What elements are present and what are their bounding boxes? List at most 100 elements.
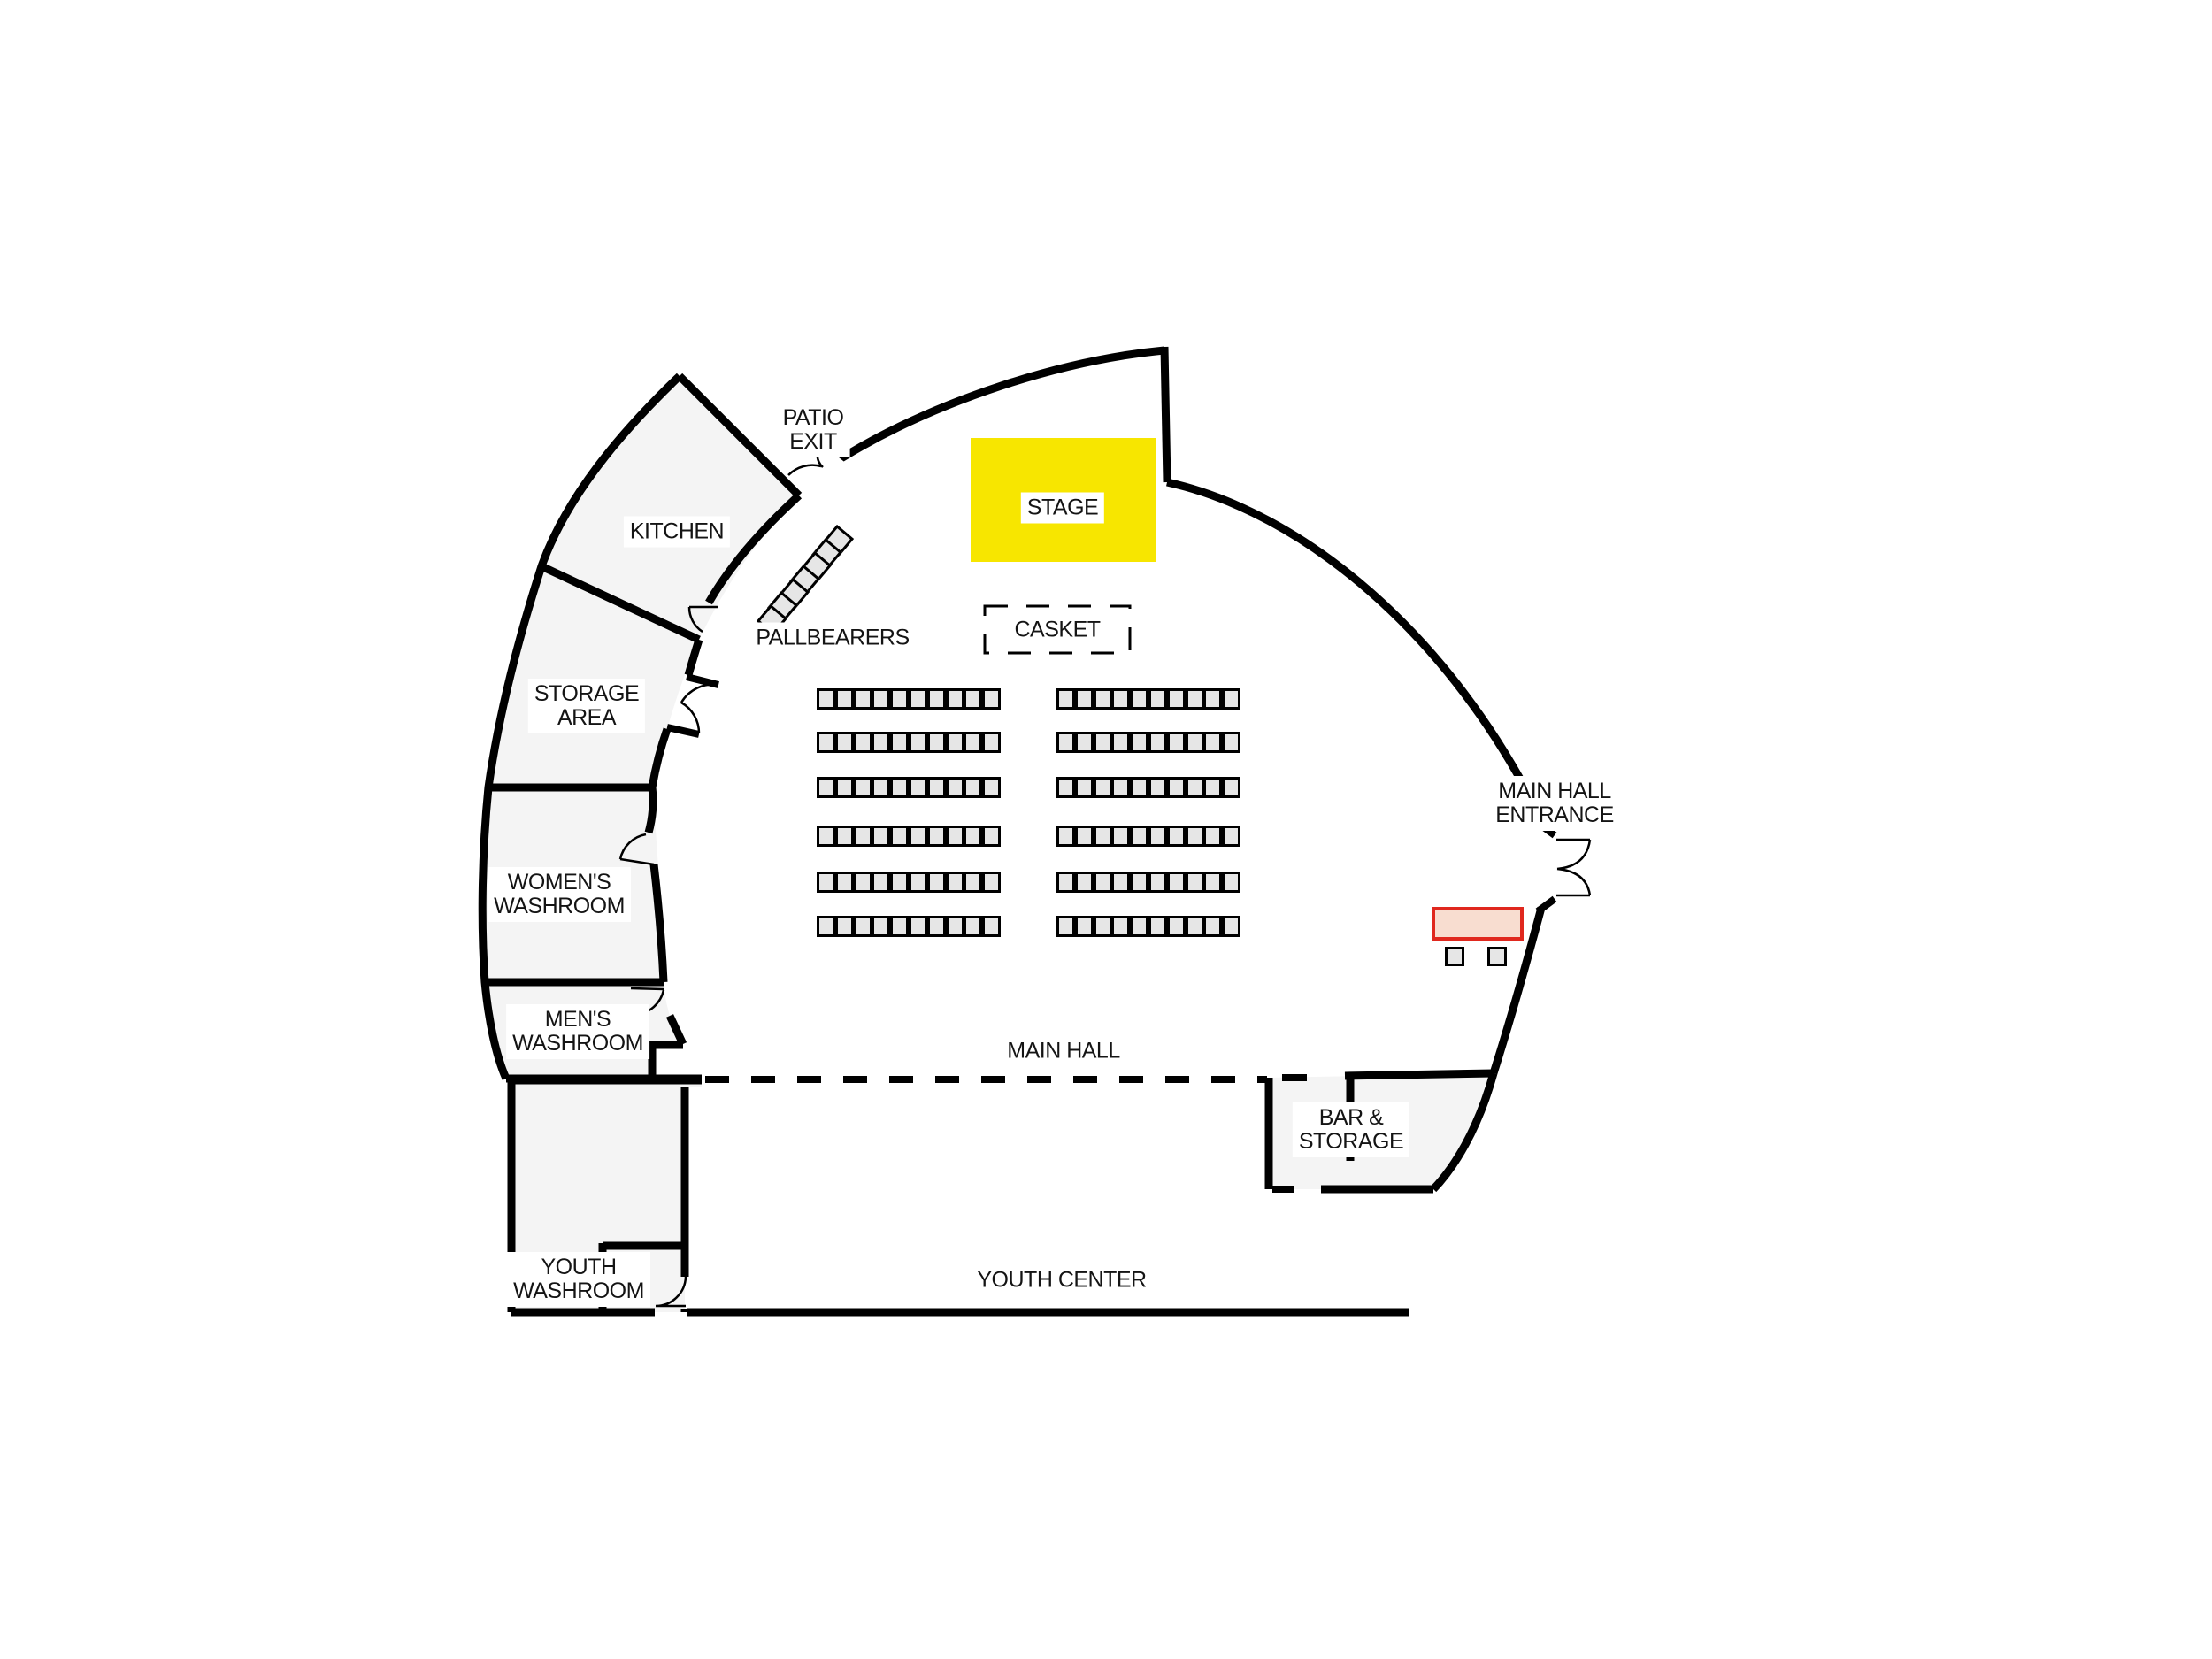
audience-chair — [964, 732, 982, 753]
audience-chair — [1203, 777, 1222, 798]
kitchen-label: KITCHEN — [623, 516, 731, 548]
audience-chair — [1222, 688, 1240, 710]
audience-chair — [890, 916, 909, 937]
mens-step-wall — [648, 1041, 683, 1079]
audience-chair — [1148, 916, 1167, 937]
audience-chair — [1203, 872, 1222, 893]
audience-chair — [835, 916, 854, 937]
audience-chair — [1203, 732, 1222, 753]
audience-chair — [1075, 826, 1094, 847]
audience-chair — [854, 732, 872, 753]
audience-chair — [1148, 872, 1167, 893]
audience-chair — [1186, 872, 1204, 893]
audience-chair — [946, 916, 964, 937]
storage-double-door-swing — [680, 683, 719, 734]
audience-chair — [872, 732, 890, 753]
audience-chair — [1056, 916, 1075, 937]
audience-chair — [872, 916, 890, 937]
audience-chair — [854, 826, 872, 847]
audience-chair — [872, 872, 890, 893]
audience-chair — [835, 826, 854, 847]
audience-chair — [817, 826, 835, 847]
audience-chair — [854, 777, 872, 798]
youth-center-label: YOUTH CENTER — [977, 1267, 1147, 1293]
pallbearers-label: PALLBEARERS — [749, 622, 916, 654]
audience-chair — [1167, 688, 1186, 710]
audience-chair — [1203, 826, 1222, 847]
audience-chair — [1222, 916, 1240, 937]
audience-chair — [964, 872, 982, 893]
audience-chair — [946, 688, 964, 710]
audience-chair — [946, 777, 964, 798]
audience-chair — [1130, 777, 1148, 798]
audience-chair — [854, 872, 872, 893]
audience-chair — [946, 826, 964, 847]
audience-chair — [1186, 732, 1204, 753]
audience-chair — [1094, 826, 1112, 847]
mens-washroom-label: MEN'S WASHROOM — [506, 1004, 649, 1059]
room-kitchen — [541, 378, 799, 640]
audience-chair — [1186, 826, 1204, 847]
audience-chair — [1130, 688, 1148, 710]
audience-chair — [909, 688, 927, 710]
audience-chair — [982, 916, 1001, 937]
top-arc-wall — [827, 346, 1165, 462]
right-arc-wall-lower — [1489, 906, 1546, 1075]
audience-chair — [835, 732, 854, 753]
audience-chair — [835, 777, 854, 798]
audience-chair — [909, 732, 927, 753]
audience-chair — [1075, 777, 1094, 798]
kitchen-storage-divider-wall — [540, 562, 701, 644]
audience-chair — [1167, 777, 1186, 798]
audience-chair — [909, 872, 927, 893]
audience-chair — [1167, 826, 1186, 847]
audience-chair — [927, 688, 946, 710]
audience-chair — [1094, 777, 1112, 798]
audience-chair — [1148, 732, 1167, 753]
womens-inner-wall-upper — [644, 787, 657, 834]
audience-chair — [964, 688, 982, 710]
audience-chair — [964, 826, 982, 847]
audience-chair — [1111, 826, 1130, 847]
audience-chair — [817, 688, 835, 710]
audience-chair — [890, 826, 909, 847]
audience-chair — [1167, 916, 1186, 937]
audience-chair — [982, 872, 1001, 893]
audience-chair — [854, 916, 872, 937]
audience-chair — [890, 872, 909, 893]
audience-chair — [1111, 916, 1130, 937]
audience-chair — [1203, 688, 1222, 710]
audience-chair — [1056, 777, 1075, 798]
outer-left-arc-wall — [478, 373, 683, 1080]
womens-inner-wall-lower — [649, 864, 668, 983]
audience-chair — [1148, 688, 1167, 710]
audience-chair — [1094, 916, 1112, 937]
audience-chair — [946, 872, 964, 893]
audience-chair — [1075, 916, 1094, 937]
mens-inner-wall — [665, 1014, 687, 1046]
audience-chair — [872, 777, 890, 798]
audience-chair — [1203, 916, 1222, 937]
kitchen-door-swing — [687, 605, 718, 634]
audience-chair — [890, 688, 909, 710]
audience-chair — [909, 777, 927, 798]
storage-inner-wall-upper — [684, 638, 703, 677]
audience-chair — [927, 826, 946, 847]
audience-chair — [927, 777, 946, 798]
audience-chair — [982, 826, 1001, 847]
audience-chair — [1167, 872, 1186, 893]
audience-chair — [1094, 688, 1112, 710]
audience-chair — [1111, 777, 1130, 798]
bar-top-wall — [1344, 1069, 1494, 1080]
audience-chair — [964, 777, 982, 798]
audience-chair — [1222, 732, 1240, 753]
audience-chair — [1167, 732, 1186, 753]
audience-chair — [890, 732, 909, 753]
audience-chair — [817, 872, 835, 893]
audience-chair — [872, 826, 890, 847]
audience-chair — [890, 777, 909, 798]
notch-wall — [1160, 346, 1171, 483]
